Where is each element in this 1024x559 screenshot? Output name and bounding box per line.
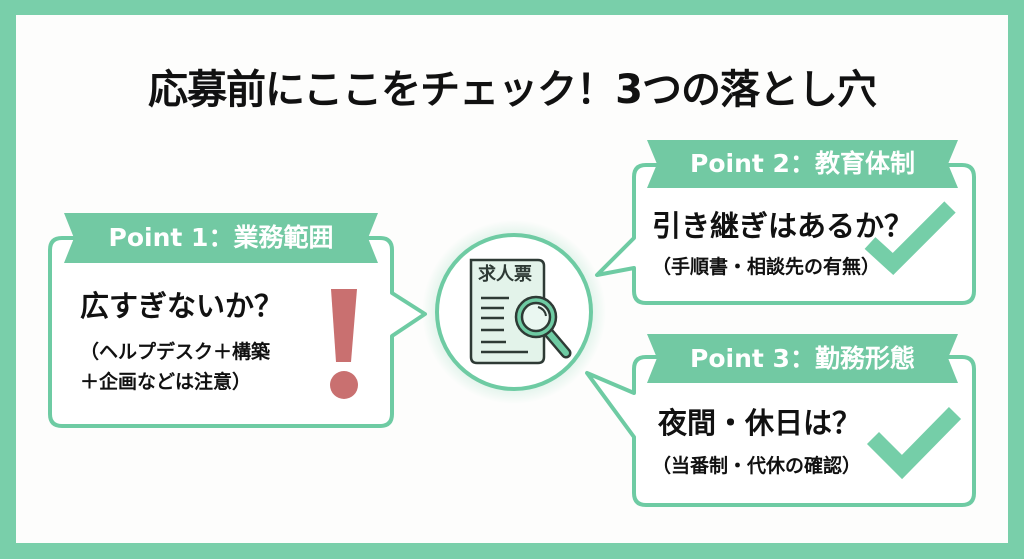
point-1-callout-box	[48, 236, 427, 428]
point-3-ribbon-label: Point 3：勤務形態	[690, 344, 915, 373]
checkmark-icon	[864, 201, 956, 276]
checkmark-icon	[866, 407, 962, 480]
job-listing-magnifier-icon	[422, 220, 606, 404]
point-2-headline: 引き継ぎはあるか？	[652, 209, 914, 243]
point-1-ribbon	[64, 213, 378, 263]
point-1-note-line-2: ＋企画などは注意）	[80, 371, 252, 393]
point-2-ribbon	[647, 140, 958, 188]
point-3-headline: 夜間・休日は？	[658, 406, 862, 440]
page-title: 応募前にここをチェック！3つの落とし穴	[147, 67, 877, 113]
point-2-ribbon-label: Point 2：教育体制	[690, 149, 915, 178]
point-1-headline: 広すぎないか？	[80, 289, 284, 323]
point-3-ribbon	[647, 334, 958, 383]
point-1-note-line-1: （ヘルプデスク＋構築	[80, 341, 271, 363]
exclamation-icon	[330, 289, 358, 399]
point-2-note-line-1: （手順書・相談先の有無）	[652, 256, 881, 278]
point-3-callout-box	[585, 355, 976, 507]
point-3-note-line-1: （当番制・代休の確認）	[652, 455, 862, 477]
point-2-callout-box	[595, 163, 976, 305]
document-label: 求人票	[478, 264, 532, 285]
point-1-ribbon-label: Point 1：業務範囲	[108, 223, 334, 252]
